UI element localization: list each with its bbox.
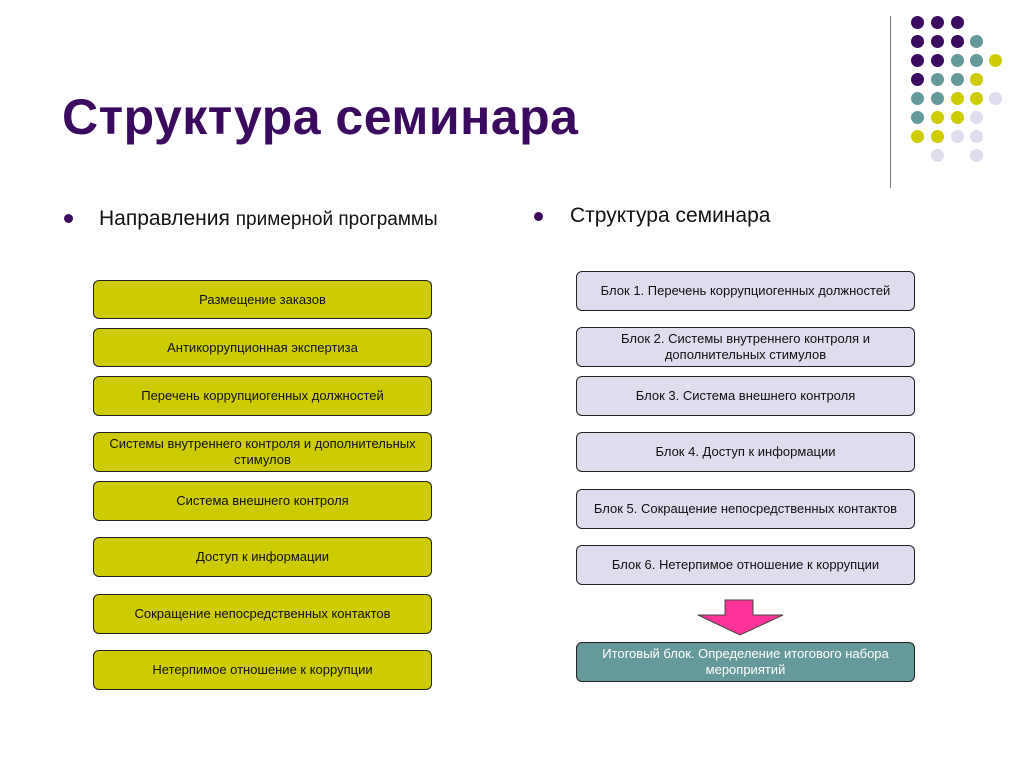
final-block-box: Итоговый блок. Определение итогового наб… — [576, 642, 915, 682]
dot-teal — [911, 92, 924, 105]
left-heading-part2: примерной программы — [235, 209, 438, 230]
dot-lavender — [989, 92, 1002, 105]
page-title: Структура семинара — [62, 89, 579, 145]
dot-yellow — [911, 130, 924, 143]
dot-yellow — [989, 54, 1002, 67]
program-direction-box: Система внешнего контроля — [93, 481, 432, 521]
dot-teal — [931, 73, 944, 86]
dot-purple — [951, 16, 964, 29]
dot-yellow — [931, 130, 944, 143]
dot-purple — [911, 54, 924, 67]
decorative-divider — [890, 16, 891, 188]
program-direction-box: Доступ к информации — [93, 537, 432, 577]
dot-purple — [931, 35, 944, 48]
dot-lavender — [970, 149, 983, 162]
program-direction-box: Сокращение непосредственных контактов — [93, 594, 432, 634]
program-direction-box: Перечень коррупциогенных должностей — [93, 376, 432, 416]
dot-purple — [931, 16, 944, 29]
dot-purple — [931, 54, 944, 67]
seminar-block-box: Блок 5. Сокращение непосредственных конт… — [576, 489, 915, 529]
seminar-block-box: Блок 1. Перечень коррупциогенных должнос… — [576, 271, 915, 311]
down-arrow-icon — [697, 599, 784, 636]
left-heading-part1: Направления — [99, 207, 236, 230]
dot-yellow — [951, 111, 964, 124]
dot-teal — [951, 73, 964, 86]
dot-purple — [911, 35, 924, 48]
dot-yellow — [970, 73, 983, 86]
dot-lavender — [931, 149, 944, 162]
program-direction-box: Системы внутреннего контроля и дополните… — [93, 432, 432, 472]
dot-yellow — [951, 92, 964, 105]
dot-purple — [911, 73, 924, 86]
dot-teal — [951, 54, 964, 67]
dot-yellow — [970, 92, 983, 105]
dot-teal — [931, 92, 944, 105]
dot-teal — [970, 35, 983, 48]
program-direction-box: Антикоррупционная экспертиза — [93, 328, 432, 367]
seminar-block-box: Блок 2. Системы внутреннего контроля и д… — [576, 327, 915, 367]
dot-lavender — [970, 111, 983, 124]
seminar-block-box: Блок 4. Доступ к информации — [576, 432, 915, 472]
seminar-block-box: Блок 6. Нетерпимое отношение к коррупции — [576, 545, 915, 585]
dot-purple — [951, 35, 964, 48]
dot-purple — [911, 16, 924, 29]
dot-lavender — [951, 130, 964, 143]
program-direction-box: Нетерпимое отношение к коррупции — [93, 650, 432, 690]
left-column-heading: Направления примерной программы — [99, 203, 439, 236]
dot-teal — [970, 54, 983, 67]
right-column-heading: Структура семинара — [570, 204, 771, 227]
seminar-block-box: Блок 3. Система внешнего контроля — [576, 376, 915, 416]
dot-lavender — [970, 130, 983, 143]
bullet-dot — [64, 214, 73, 223]
dot-yellow — [931, 111, 944, 124]
program-direction-box: Размещение заказов — [93, 280, 432, 319]
dot-teal — [911, 111, 924, 124]
bullet-dot — [534, 212, 543, 221]
